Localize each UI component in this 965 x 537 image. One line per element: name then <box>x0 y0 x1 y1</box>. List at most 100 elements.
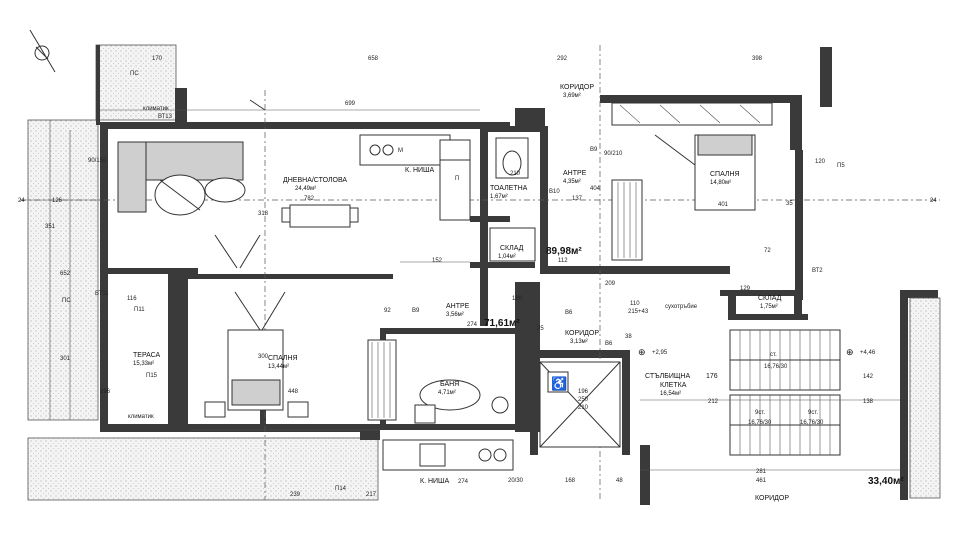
stair-step-1: ст. <box>770 352 777 358</box>
wardrobes <box>367 102 773 421</box>
bedroom-right-dim: 401 <box>718 202 729 208</box>
label-vt11: ВТ11 <box>95 291 109 297</box>
storage-mid-name: СКЛАД <box>500 245 524 252</box>
bedroom-left-name: СПАЛНЯ <box>268 355 298 362</box>
dim-112: 112 <box>558 258 568 264</box>
stair-area: 16,54м² <box>660 391 681 397</box>
dim-92: 92 <box>384 308 391 314</box>
dim-72: 72 <box>764 248 771 254</box>
label-ps-top: ПС <box>130 71 139 77</box>
stair-step-1-val: 16,76/30 <box>764 364 788 370</box>
dim-116: 116 <box>127 296 137 302</box>
dim-126: 126 <box>52 198 63 204</box>
dim-137: 137 <box>572 196 583 202</box>
bedroom-left-area: 13,44м² <box>268 364 289 370</box>
dim-300: 300 <box>258 354 269 360</box>
dim-35: 35 <box>786 201 793 207</box>
dim-215: 215+43 <box>628 309 649 315</box>
dim-461: 461 <box>756 478 767 484</box>
dim-24a: 24 <box>18 198 25 204</box>
level-marker-2: +4,46 <box>860 350 876 356</box>
label-ps-left: ПС <box>62 298 71 304</box>
label-vt2: ВТ2 <box>812 268 823 274</box>
compass-icon <box>29 29 56 73</box>
stair-step-2: 9ст. <box>755 410 765 416</box>
storage-right-area: 1,75м² <box>760 304 778 310</box>
dim-24b: 24 <box>930 198 937 204</box>
dim-168: 168 <box>565 478 576 484</box>
walls <box>96 45 938 505</box>
label-p15: П15 <box>146 373 158 379</box>
dim-658: 658 <box>368 56 379 62</box>
storage-right-name: СКЛАД <box>758 295 782 302</box>
dim-129: 129 <box>740 286 751 292</box>
dim-351: 351 <box>45 224 56 230</box>
dim-281: 281 <box>756 469 767 475</box>
label-shaft: сухотръбие <box>665 304 698 310</box>
dim-239: 239 <box>290 492 301 498</box>
label-p: П <box>455 176 459 182</box>
staircase <box>729 329 841 456</box>
entry-top-area: 4,35м² <box>563 179 581 185</box>
dim-90-210: 90/210 <box>604 151 623 157</box>
right-structure <box>909 297 941 499</box>
level-marker-1: +2,95 <box>652 350 668 356</box>
stair-step-2-val: 16,76/30 <box>748 420 772 426</box>
stair-number: 176 <box>706 373 718 380</box>
dimension-lines <box>20 109 900 471</box>
bath-area: 4,71м² <box>438 390 456 396</box>
dim-699: 699 <box>345 101 356 107</box>
label-p5: П5 <box>837 163 845 169</box>
dim-301: 301 <box>60 356 71 362</box>
entry-mid-area: 3,56м² <box>446 312 464 318</box>
label-klimatik-bottom: климатик <box>128 414 154 420</box>
top-left-area <box>95 44 177 121</box>
dim-90-150: 90/150 <box>88 158 107 164</box>
apartment-area-3: 33,40м² <box>868 476 904 487</box>
living-room-area: 24,49м² <box>295 186 316 192</box>
dim-250: 250 <box>578 397 589 403</box>
storage-mid-area: 1,04м² <box>498 254 516 260</box>
bedroom-right-name: СПАЛНЯ <box>710 171 740 178</box>
bottom-kitchen <box>382 439 514 471</box>
dim-152: 152 <box>432 258 443 264</box>
terrace-name: ТЕРАСА <box>133 352 161 359</box>
bedroom-right-furniture <box>654 134 756 211</box>
dim-210b: 210 <box>510 171 521 177</box>
entry-mid-name: АНТРЕ <box>446 303 470 310</box>
stair-step-3: 9ст. <box>808 410 818 416</box>
terrace-area <box>27 119 99 421</box>
label-b6b: В6 <box>605 341 613 347</box>
dim-20-30: 20/30 <box>508 478 524 484</box>
bedroom-right-area: 14,80м² <box>710 180 731 186</box>
dim-120: 120 <box>815 159 826 165</box>
dim-170: 170 <box>152 56 163 62</box>
dim-25: 25 <box>537 326 544 332</box>
wheelchair-icon: ♿ <box>551 376 567 391</box>
kitchen-niche-top-name: К. НИША <box>405 167 434 174</box>
kitchen-niche-bottom-dim: 274 <box>458 479 469 485</box>
dim-318: 318 <box>258 211 269 217</box>
dim-48: 48 <box>616 478 623 484</box>
stair-step-3-val: 16,76/30 <box>800 420 824 426</box>
dim-38: 38 <box>625 334 632 340</box>
label-b6: В6 <box>565 310 573 316</box>
dim-652: 652 <box>60 271 71 277</box>
label-p14: П14 <box>335 486 347 492</box>
stair-name-2: КЛЕТКА <box>660 382 687 389</box>
dim-296: 296 <box>100 389 111 395</box>
dim-210: 210 <box>578 405 589 411</box>
living-room-name: ДНЕВНА/СТОЛОВА <box>283 177 347 184</box>
stair-name: СТЪЛБИЩНА <box>645 373 690 380</box>
toilet-area: 1,67м² <box>490 194 508 200</box>
apartment-area-1: 71,61м² <box>484 318 520 329</box>
dim-138: 138 <box>863 399 874 405</box>
corridor-mid-name: КОРИДОР <box>565 330 599 337</box>
dim-209: 209 <box>605 281 616 287</box>
label-p11: П11 <box>134 307 145 313</box>
dim-142: 142 <box>863 374 874 380</box>
dim-180: 180 <box>512 296 523 302</box>
label-vt13: ВТ13 <box>158 114 173 120</box>
bath-fixtures <box>414 137 536 424</box>
